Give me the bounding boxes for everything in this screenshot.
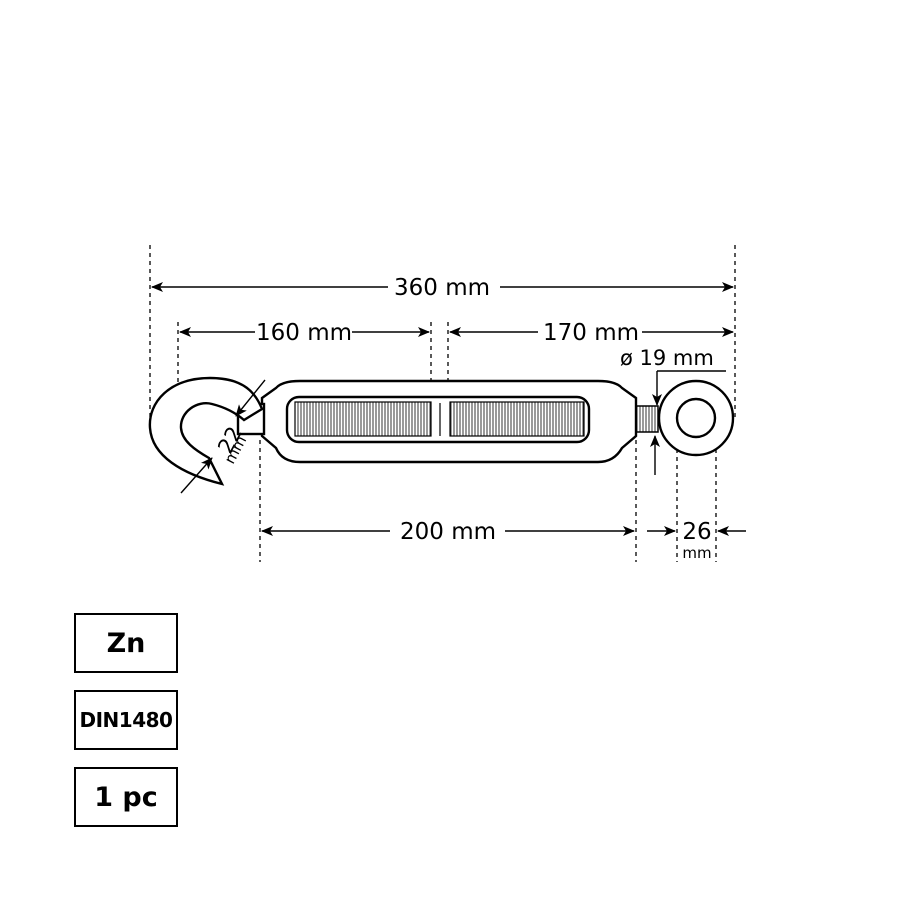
hook-end (148, 376, 266, 486)
standard-badge: DIN1480 (74, 690, 178, 750)
body-length-dimension: 200 mm (261, 519, 635, 545)
eye-rod (635, 405, 659, 433)
overall-length-label: 360 mm (394, 275, 490, 301)
body-length-label: 200 mm (400, 519, 496, 545)
eye-inner-value: 26 (682, 519, 711, 545)
hook-to-center-dimension: 160 mm (179, 320, 430, 346)
overall-length-dimension: 360 mm (151, 275, 734, 301)
turnbuckle-body (260, 379, 638, 464)
center-to-eye-dimension: 170 mm (449, 320, 734, 346)
eye-inner-unit: mm (682, 544, 711, 562)
material-badge: Zn (74, 613, 178, 673)
hook-to-center-label: 160 mm (256, 320, 352, 346)
eye-end (657, 379, 735, 457)
center-to-eye-label: 170 mm (543, 320, 639, 346)
quantity-badge: 1 pc (74, 767, 178, 827)
eye-inner-dimension: 26 mm (647, 519, 746, 562)
eye-diameter-dimension: ø 19 mm (620, 346, 726, 475)
eye-diameter-label: ø 19 mm (620, 346, 714, 370)
